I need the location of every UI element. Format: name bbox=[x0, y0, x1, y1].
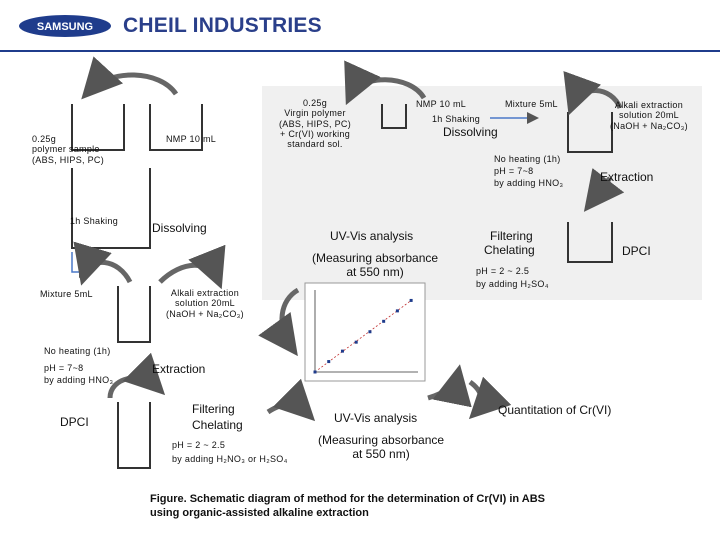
ph2-adjust-label: by adding H₂NO₃ or H₂SO₄ bbox=[172, 454, 288, 464]
ph-label: pH = 7~8 bbox=[44, 363, 84, 373]
mixture-label: Mixture 5mL bbox=[40, 289, 93, 299]
ph2-label-right: pH = 2 ~ 2.5 bbox=[476, 266, 530, 276]
header-divider bbox=[0, 50, 720, 52]
measuring-label-right: (Measuring absorbance at 550 nm) bbox=[312, 251, 439, 279]
extraction-label-right: Extraction bbox=[600, 170, 654, 184]
caption-line-2: using organic-assisted alkaline extracti… bbox=[150, 507, 369, 520]
svg-text:SAMSUNG: SAMSUNG bbox=[37, 21, 93, 33]
standard-label: 0.25g Virgin polymer (ABS, HIPS, PC) + C… bbox=[279, 98, 352, 150]
arrow-dpci-in bbox=[107, 352, 166, 399]
calibration-point bbox=[313, 370, 317, 374]
arrow-to-extraction-right bbox=[583, 168, 625, 212]
solvent-label: NMP 10 mL bbox=[166, 134, 217, 144]
header-bar: SAMSUNG CHEIL INDUSTRIES bbox=[0, 0, 720, 58]
arrow-solvent-to-sample bbox=[81, 56, 179, 100]
quantitation-label: Quantitation of Cr(VI) bbox=[498, 403, 612, 417]
beaker-extraction bbox=[117, 402, 151, 469]
dissolving-label: Dissolving bbox=[152, 221, 207, 235]
company-name: CHEIL INDUSTRIES bbox=[123, 14, 322, 37]
beaker-extraction-right bbox=[567, 222, 613, 263]
arrow-alkali-right bbox=[158, 244, 226, 290]
vial-solvent bbox=[149, 104, 203, 151]
calibration-point bbox=[340, 349, 344, 353]
sample-label: 0.25g polymer sample (ABS, HIPS, PC) bbox=[32, 134, 105, 165]
ph-adjust-label-right: by adding HNO₃ bbox=[494, 178, 564, 188]
measuring-label-left: (Measuring absorbance at 550 nm) bbox=[318, 433, 445, 461]
dpci-label-right: DPCI bbox=[622, 244, 651, 258]
arrow-alkali-to-mixture bbox=[73, 241, 133, 286]
dissolving-label-right: Dissolving bbox=[443, 125, 498, 139]
samsung-logo: SAMSUNG bbox=[19, 15, 111, 37]
filtering-label: Filtering bbox=[192, 402, 235, 416]
beaker-mixture-right bbox=[567, 112, 613, 153]
dpci-label: DPCI bbox=[60, 415, 89, 429]
arrow-to-uvvis-left bbox=[266, 378, 316, 422]
calibration-point bbox=[395, 309, 399, 313]
figure-caption: Figure. Schematic diagram of method for … bbox=[150, 492, 545, 521]
calibration-plot bbox=[304, 282, 426, 382]
calibration-point bbox=[354, 340, 358, 344]
arrow-uvvis-to-plot bbox=[468, 376, 512, 420]
beaker-mixture bbox=[117, 286, 151, 343]
vial-sample bbox=[71, 104, 125, 151]
arrow-quantitation bbox=[427, 364, 472, 408]
filtering-label-right: Filtering bbox=[490, 229, 533, 243]
shaking-label: 1h Shaking bbox=[70, 216, 119, 226]
extraction-label: Extraction bbox=[152, 362, 206, 376]
ph-adjust-label: by adding HNO₃ bbox=[44, 375, 114, 385]
arrow-uvvis-down-left bbox=[258, 287, 300, 357]
vial-standard bbox=[381, 104, 407, 129]
calibration-point bbox=[327, 360, 331, 364]
heating-label-right: No heating (1h) bbox=[494, 154, 561, 164]
uvvis-label-right: UV-Vis analysis bbox=[330, 229, 414, 243]
flask-dissolved bbox=[71, 168, 151, 249]
calibration-points bbox=[313, 298, 413, 374]
ph2-label: pH = 2 ~ 2.5 bbox=[172, 440, 226, 450]
ph-label-right: pH = 7~8 bbox=[494, 166, 534, 176]
shaking-label-right: 1h Shaking bbox=[432, 114, 481, 124]
caption-line-1: Figure. Schematic diagram of method for … bbox=[150, 493, 546, 505]
arrow-nmp-right bbox=[344, 60, 427, 106]
calibration-point bbox=[409, 298, 413, 302]
chelating-label: Chelating bbox=[192, 418, 243, 432]
ph2-adjust-label-right: by adding H₂SO₄ bbox=[476, 279, 549, 289]
mixture-label-right: Mixture 5mL bbox=[505, 99, 558, 109]
calibration-point bbox=[368, 330, 372, 334]
solvent-label-right: NMP 10 mL bbox=[416, 99, 467, 109]
calibration-point bbox=[382, 319, 386, 323]
alkali-label: Alkali extraction solution 20mL (NaOH + … bbox=[166, 288, 244, 319]
chelating-label-right: Chelating bbox=[484, 243, 535, 257]
alkali-label-right: Alkali extraction solution 20mL (NaOH + … bbox=[610, 100, 688, 131]
uvvis-label-left: UV-Vis analysis bbox=[334, 411, 418, 425]
heating-label: No heating (1h) bbox=[44, 346, 111, 356]
right-panel-background bbox=[262, 86, 702, 300]
arrow-alkali-right-in bbox=[563, 70, 623, 116]
